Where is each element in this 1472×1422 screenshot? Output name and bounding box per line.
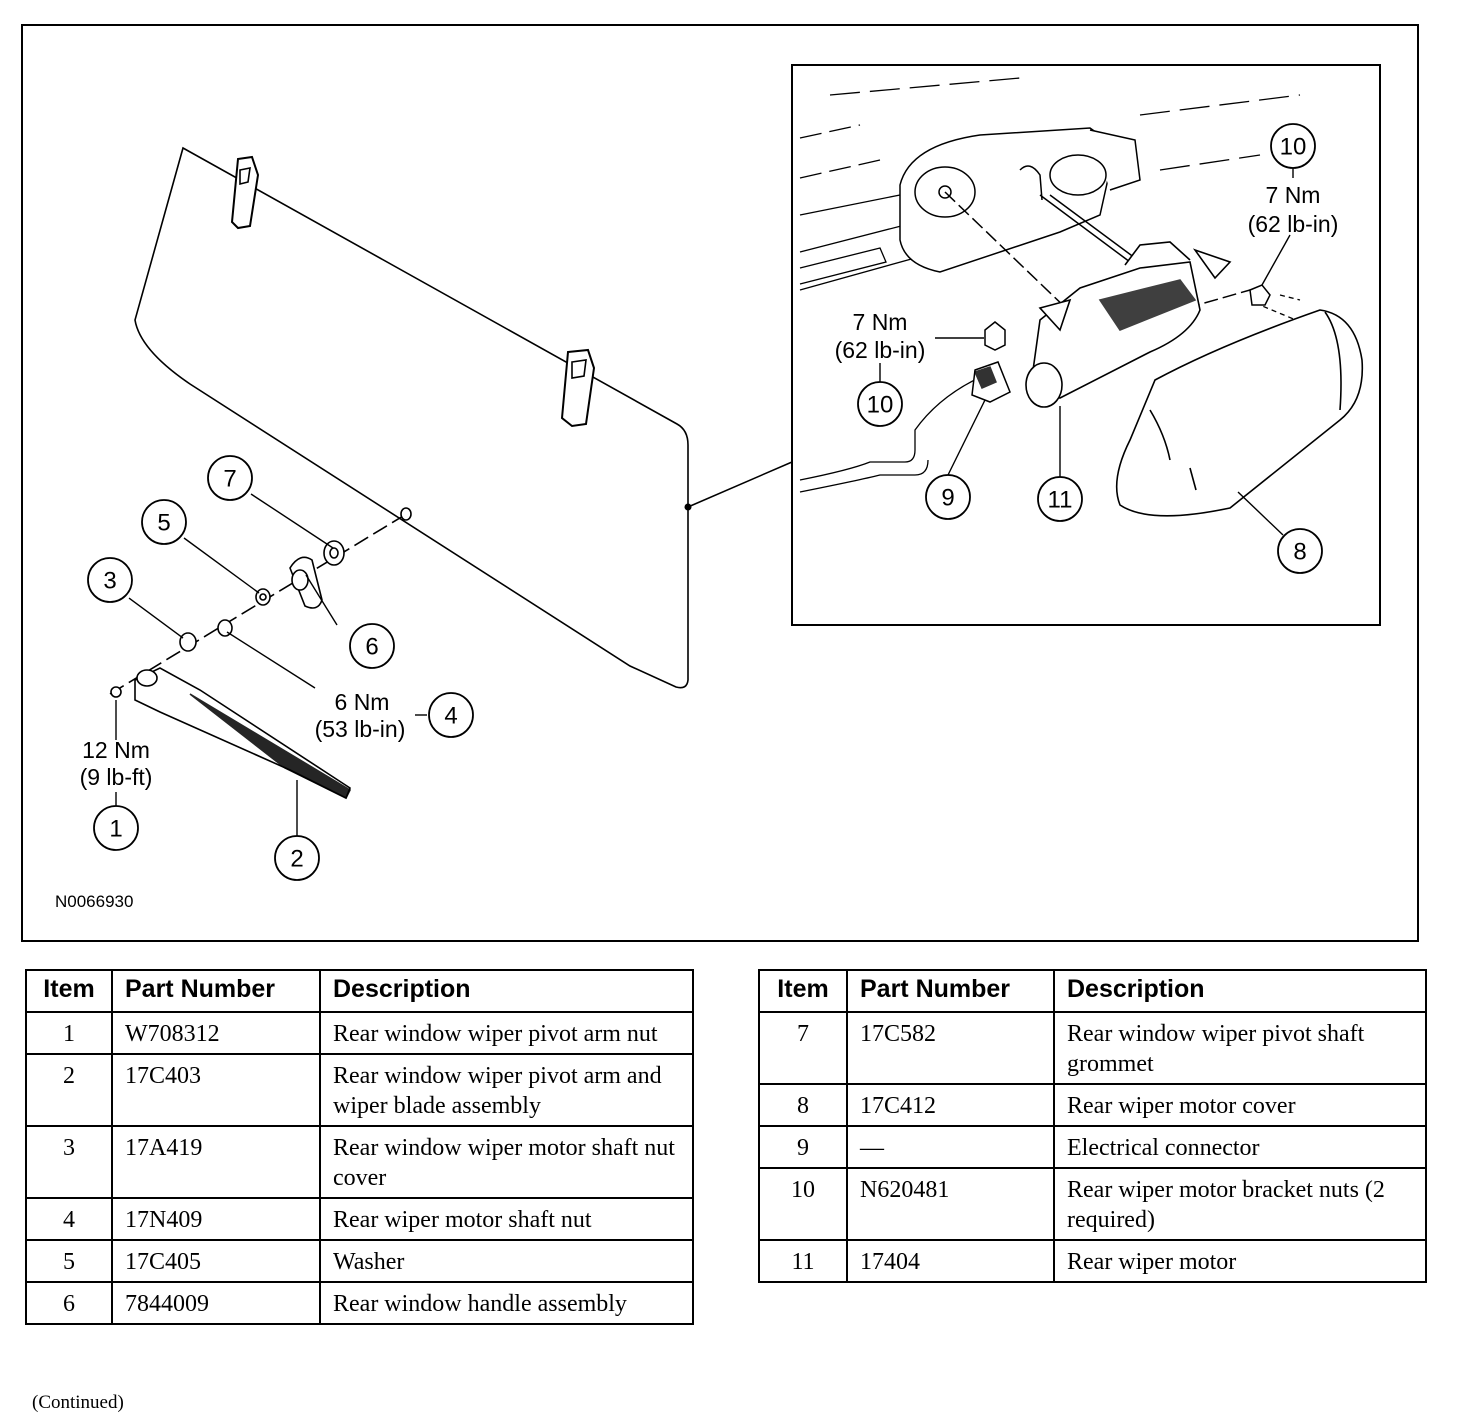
cell-part-number: 17C582 [846,1011,1055,1085]
cell-item: 1 [25,1011,113,1055]
cell-item: 2 [25,1053,113,1127]
callout-3: 3 [103,568,116,595]
rear-window-glass [134,146,793,689]
table-row: 9 — Electrical connector [758,1125,1427,1169]
continued-note: (Continued) [32,1392,124,1413]
connector-9 [971,361,1011,403]
cell-description: Rear wiper motor [1053,1239,1427,1283]
col-header-description: Description [319,969,694,1013]
table-row: 4 17N409 Rear wiper motor shaft nut [25,1197,694,1241]
cell-description: Rear wiper motor bracket nuts (2 require… [1053,1167,1427,1241]
table-row: 1 W708312 Rear window wiper pivot arm nu… [25,1011,694,1055]
callout-8: 8 [1293,539,1306,566]
figure-id-code: N0066930 [55,892,133,911]
exploded-parts [109,507,412,800]
callout-1: 1 [109,816,122,843]
torque-4-line2: (53 lb-in) [315,716,406,742]
torque-10-top-line2: (62 lb-in) [1248,211,1339,237]
col-header-part-number: Part Number [846,969,1055,1013]
cell-item: 7 [758,1011,848,1085]
callout-2: 2 [290,846,303,873]
callouts-inset [857,123,1323,574]
pivot-shaft-hole [400,507,412,521]
table-row: 10 N620481 Rear wiper motor bracket nuts… [758,1167,1427,1241]
leader-lines [115,493,427,836]
table-row: 11 17404 Rear wiper motor [758,1239,1427,1283]
cell-part-number: — [846,1125,1055,1169]
table-row: 6 7844009 Rear window handle assembly [25,1281,694,1325]
pivot-nut-1 [110,686,122,698]
table-row: 3 17A419 Rear window wiper motor shaft n… [25,1125,694,1199]
detail-inset: 10 10 9 11 8 7 Nm (62 lb-in) 7 Nm (62 lb… [791,64,1381,626]
table-row: 5 17C405 Washer [25,1239,694,1283]
cell-description: Rear wiper motor cover [1053,1083,1427,1127]
cell-part-number: 17C405 [111,1239,321,1283]
parts-table-left: Item Part Number Description 1 W708312 R… [25,969,694,1325]
cell-part-number: 17C412 [846,1083,1055,1127]
callouts-left [87,455,474,881]
inset-leader-lines [879,167,1294,536]
col-header-item: Item [758,969,848,1013]
mounting-plate [899,127,1251,351]
cell-item: 11 [758,1239,848,1283]
cell-item: 10 [758,1167,848,1241]
figure-frame [21,24,1419,942]
cell-item: 8 [758,1083,848,1127]
bracket-nuts-10 [984,284,1271,351]
cell-item: 9 [758,1125,848,1169]
cell-part-number: 17A419 [111,1125,321,1199]
torque-1-line1: 12 Nm [82,737,150,763]
motor-cylinder-end [1025,362,1063,408]
cell-part-number: 17N409 [111,1197,321,1241]
cell-item: 4 [25,1197,113,1241]
cell-description: Rear window wiper motor shaft nut cover [319,1125,694,1199]
callout-11: 11 [1048,487,1073,514]
cell-description: Rear window wiper pivot arm nut [319,1011,694,1055]
cell-item: 3 [25,1125,113,1199]
motor-cover-8 [1115,309,1364,517]
callout-9: 9 [941,485,954,512]
cell-description: Washer [319,1239,694,1283]
torque-1-line2: (9 lb-ft) [80,764,153,790]
table-header-row: Item Part Number Description [758,969,1427,1013]
shaft-nut-4 [217,619,233,637]
exploded-view-diagram: 7 5 3 6 4 1 2 6 Nm (53 lb-in) 12 Nm (9 l… [21,24,1419,942]
callout-7: 7 [223,466,236,493]
parts-table-right: Item Part Number Description 7 17C582 Re… [758,969,1427,1283]
cell-description: Rear window wiper pivot arm and wiper bl… [319,1053,694,1127]
cell-part-number: 17C403 [111,1053,321,1127]
table-row: 7 17C582 Rear window wiper pivot shaft g… [758,1011,1427,1085]
wiper-motor-11 [1025,241,1232,408]
torque-10-left-line2: (62 lb-in) [835,337,926,363]
col-header-item: Item [25,969,113,1013]
torque-10-top-line1: 7 Nm [1266,182,1321,208]
col-header-description: Description [1053,969,1427,1013]
callout-6: 6 [365,634,378,661]
table-header-row: Item Part Number Description [25,969,694,1013]
callout-10-top: 10 [1280,134,1307,161]
cell-description: Rear window handle assembly [319,1281,694,1325]
table-row: 2 17C403 Rear window wiper pivot arm and… [25,1053,694,1127]
callout-10-left: 10 [867,392,894,419]
table-row: 8 17C412 Rear wiper motor cover [758,1083,1427,1127]
hinge-left [230,155,260,230]
cell-item: 6 [25,1281,113,1325]
torque-10-left-line1: 7 Nm [853,309,908,335]
cell-item: 5 [25,1239,113,1283]
torque-4-line1: 6 Nm [335,689,390,715]
cell-part-number: 7844009 [111,1281,321,1325]
cell-description: Electrical connector [1053,1125,1427,1169]
col-header-part-number: Part Number [111,969,321,1013]
cell-part-number: 17404 [846,1239,1055,1283]
cell-description: Rear wiper motor shaft nut [319,1197,694,1241]
nut-cover-3 [179,632,197,652]
cell-description: Rear window wiper pivot shaft grommet [1053,1011,1427,1085]
hinge-right [560,348,596,428]
callout-4: 4 [444,703,457,730]
cell-part-number: W708312 [111,1011,321,1055]
cell-part-number: N620481 [846,1167,1055,1241]
callout-5: 5 [157,510,170,537]
